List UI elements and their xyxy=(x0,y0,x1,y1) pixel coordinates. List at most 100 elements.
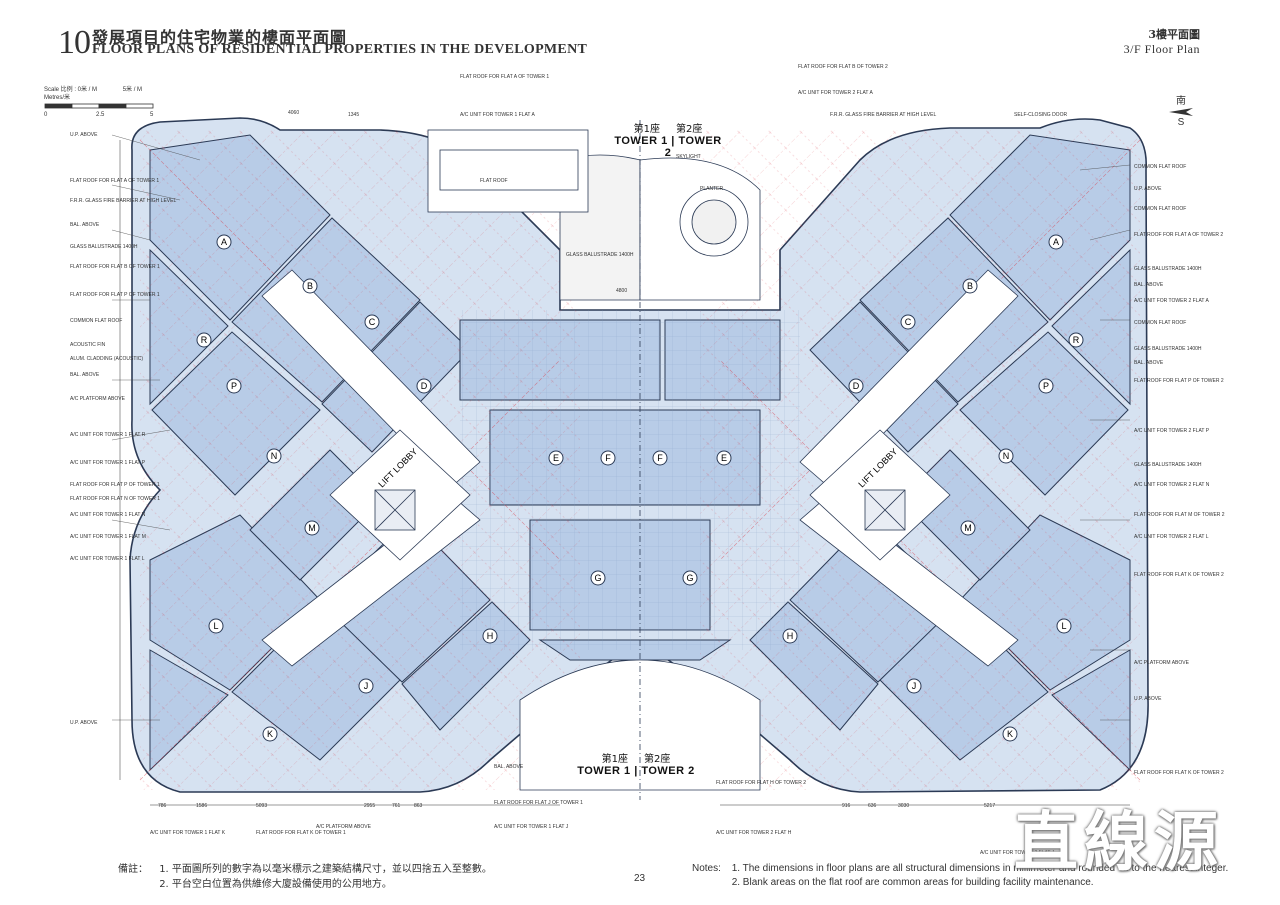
annotation-right: FLAT ROOF FOR FLAT K OF TOWER 2 xyxy=(1134,770,1224,776)
dimension-label: 863 xyxy=(414,803,423,809)
annotation-left: U.P. ABOVE xyxy=(70,132,98,138)
annotation-right: FLAT ROOF FOR FLAT A OF TOWER 2 xyxy=(1134,232,1224,238)
tower-1-label-zh: 第1座 xyxy=(633,124,661,135)
scale-bar: Scale 比例 : 0米 / M 5米 / M Metres/米 0 2.5 … xyxy=(44,86,164,119)
notes-en-label: Notes: xyxy=(692,863,721,874)
watermark: 直線源 xyxy=(1014,806,1224,880)
annotation-right: GLASS BALUSTRADE 1400H xyxy=(1134,346,1202,352)
flat-marker: F xyxy=(652,450,668,466)
flat-letter: G xyxy=(686,573,693,583)
annotation-left: FLAT ROOF FOR FLAT P OF TOWER 1 xyxy=(70,482,160,488)
annotation-top: GLASS BALUSTRADE 1400H xyxy=(566,252,634,258)
flat-letter: D xyxy=(853,381,860,391)
top-courtyard xyxy=(427,129,761,301)
flat-letter: J xyxy=(364,681,369,691)
annotation-left: F.R.R. GLASS FIRE BARRIER AT HIGH LEVEL xyxy=(70,198,177,204)
flat-marker: E xyxy=(716,450,732,466)
dimension-label: 5093 xyxy=(256,803,268,809)
flat-marker: N xyxy=(998,448,1014,464)
corridors xyxy=(261,269,1019,667)
flat-letter: P xyxy=(1043,381,1049,391)
flat-marker: N xyxy=(266,448,282,464)
flat-letter: J xyxy=(912,681,917,691)
page-number: 23 xyxy=(634,873,646,884)
annotation-left: ACOUSTIC FIN xyxy=(70,342,106,348)
notes-en-item: 1. The dimensions in floor plans are all… xyxy=(731,863,1229,874)
flat-letter: K xyxy=(1007,729,1013,739)
scale-bar-graphic xyxy=(44,103,154,109)
annotation-left: ALUM. CLADDING (ACOUSTIC) xyxy=(70,356,144,362)
north-label-zh: 南 xyxy=(1176,96,1186,107)
tower-1-label-en: TOWER 1 xyxy=(577,765,631,777)
flat-marker: L xyxy=(1056,618,1072,634)
annotation-right: COMMON FLAT ROOF xyxy=(1134,164,1187,170)
scale-label: Scale 比例 : 0米 / M xyxy=(44,87,98,93)
dimension-label: 3030 xyxy=(898,803,910,809)
flat-marker: M xyxy=(304,520,320,536)
flat-letter: N xyxy=(271,451,278,461)
flat-marker: G xyxy=(590,570,606,586)
annotation-right: COMMON FLAT ROOF xyxy=(1134,320,1187,326)
annotation-left: A/C UNIT FOR TOWER 1 FLAT L xyxy=(70,556,145,562)
scale-label-metres: Metres/米 xyxy=(44,95,71,101)
flat-letter: F xyxy=(605,453,611,463)
annotation-left: COMMON FLAT ROOF xyxy=(70,318,123,324)
annotation-top: A/C UNIT FOR TOWER 1 FLAT A xyxy=(460,112,535,118)
flat-letter: L xyxy=(213,621,218,631)
annotation-right: GLASS BALUSTRADE 1400H xyxy=(1134,266,1202,272)
flat-letter: M xyxy=(308,523,316,533)
flat-letter: K xyxy=(267,729,273,739)
annotation-left: U.P. ABOVE xyxy=(70,720,98,726)
flat-letter: C xyxy=(369,317,376,327)
flat-letter: E xyxy=(721,453,727,463)
annotation-top: FLAT ROOF FOR FLAT A OF TOWER 1 xyxy=(460,74,550,80)
flat-marker: P xyxy=(1038,378,1054,394)
flat-letter: C xyxy=(905,317,912,327)
tower-1-label-en: TOWER 1 xyxy=(614,135,668,147)
annotation-left: A/C UNIT FOR TOWER 1 FLAT R xyxy=(70,432,146,438)
tower-labels-bottom: 第1座 第2座 TOWER 1 | TOWER 2 xyxy=(577,754,695,777)
flat-letter: R xyxy=(201,335,208,345)
annotation-right: COMMON FLAT ROOF xyxy=(1134,206,1187,212)
annotation-top: SKYLIGHT xyxy=(676,154,701,160)
flat-marker: D xyxy=(848,378,864,394)
annotation-bottom: FLAT ROOF FOR FLAT K OF TOWER 1 xyxy=(256,830,346,836)
tower-1-label-zh: 第1座 xyxy=(601,754,629,765)
tower-2-label-zh: 第2座 xyxy=(643,754,671,765)
notes-en: Notes: 1. The dimensions in floor plans … xyxy=(692,862,1228,890)
annotation-right: GLASS BALUSTRADE 1400H xyxy=(1134,462,1202,468)
flat-marker: B xyxy=(962,278,978,294)
annotation-right: A/C PLATFORM ABOVE xyxy=(1134,660,1189,666)
notes-zh-item: 2. 平台空白位置為供維修大廈設備使用的公用地方。 xyxy=(159,879,392,890)
notes-zh-label: 備註： xyxy=(118,864,148,875)
annotation-left: FLAT ROOF FOR FLAT N OF TOWER 1 xyxy=(70,496,161,502)
flat-marker: R xyxy=(1068,332,1084,348)
scale-unit: 5米 / M xyxy=(122,87,143,93)
flat-marker: G xyxy=(682,570,698,586)
section-number: 10 xyxy=(58,24,91,61)
annotation-left: A/C UNIT FOR TOWER 1 FLAT M xyxy=(70,534,146,540)
tower-2-label-en: TOWER 2 xyxy=(641,765,695,777)
flat-letter: F xyxy=(657,453,663,463)
annotation-right: FLAT ROOF FOR FLAT K OF TOWER 2 xyxy=(1134,572,1224,578)
flat-letter: M xyxy=(964,523,972,533)
flat-marker: H xyxy=(482,628,498,644)
flat-marker: E xyxy=(548,450,564,466)
annotation-right: U.P. ABOVE xyxy=(1134,186,1162,192)
flat-marker: L xyxy=(208,618,224,634)
annotation-right: FLAT ROOF FOR FLAT M OF TOWER 2 xyxy=(1134,512,1225,518)
flat-marker: C xyxy=(364,314,380,330)
annotation-right: A/C UNIT FOR TOWER 2 FLAT A xyxy=(1134,298,1209,304)
annotation-bottom: A/C UNIT FOR TOWER 1 FLAT K xyxy=(150,830,226,836)
dimension-label: 916 xyxy=(842,803,851,809)
tower-2-label-zh: 第2座 xyxy=(675,124,703,135)
annotation-right: FLAT ROOF FOR FLAT P OF TOWER 2 xyxy=(1134,378,1224,384)
lift-lobby-left xyxy=(329,429,471,561)
flat-marker: K xyxy=(1002,726,1018,742)
annotation-left: A/C UNIT FOR TOWER 1 FLAT N xyxy=(70,512,146,518)
annotation-top: A/C UNIT FOR TOWER 2 FLAT A xyxy=(798,90,873,96)
flat-letter: R xyxy=(1073,335,1080,345)
annotation-right: A/C UNIT FOR TOWER 2 FLAT N xyxy=(1134,482,1210,488)
dimension-label: 4060 xyxy=(288,110,300,116)
